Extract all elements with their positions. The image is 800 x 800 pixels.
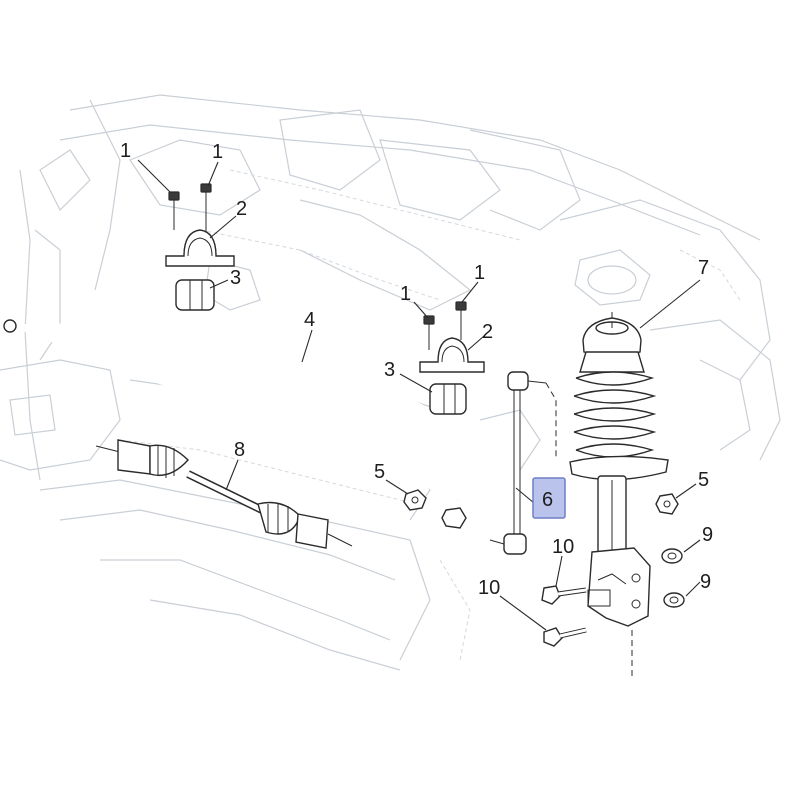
callout-1-right-a: 1 [400,283,411,305]
nut-5-left [403,489,427,511]
leader-lines [137,159,701,631]
drive-shaft [95,439,353,549]
callout-5-left: 5 [374,461,385,483]
nut-5-left-b [441,507,467,529]
bolt-left-a [168,191,180,230]
stabilizer-bracket-right [419,337,485,373]
bolt-left-b [200,183,212,232]
strut-assembly [569,312,669,680]
vehicle-body-background [0,94,781,671]
nut-5-right [655,493,679,515]
stabilizer-bar [3,302,469,502]
bolt-10-upper [541,585,587,605]
washer-9-upper [661,548,683,564]
bolt-right-a [423,315,435,350]
callout-3-left: 3 [230,267,241,289]
callout-1-left-b: 1 [212,141,223,163]
coil-spring [573,371,657,458]
callout-1-right-b: 1 [474,262,485,284]
stabilizer-bracket-left [165,229,235,267]
stabilizer-link [489,371,557,555]
callout-2-right: 2 [482,321,493,343]
bolt-10-lower [543,627,587,647]
callout-5-right: 5 [698,469,709,491]
callout-1-left-a: 1 [120,140,131,162]
washer-9-lower [663,592,685,608]
callout-10-lower: 10 [478,577,500,599]
stabilizer-bushing-right [429,383,467,415]
callout-6: 6 [542,489,553,511]
stabilizer-bushing-left [175,279,215,311]
callout-6-highlight [532,477,566,519]
callout-8: 8 [234,439,245,461]
callout-7: 7 [698,257,709,279]
callout-9-upper: 9 [702,524,713,546]
callout-labels: 1 1 2 3 4 1 1 2 3 8 5 6 7 5 9 9 10 10 [120,140,713,599]
callout-2-left: 2 [236,198,247,220]
callout-9-lower: 9 [700,571,711,593]
bolt-right-b [455,301,467,340]
callout-3-right: 3 [384,359,395,381]
callout-4: 4 [304,309,315,331]
callout-10-upper: 10 [552,536,574,558]
